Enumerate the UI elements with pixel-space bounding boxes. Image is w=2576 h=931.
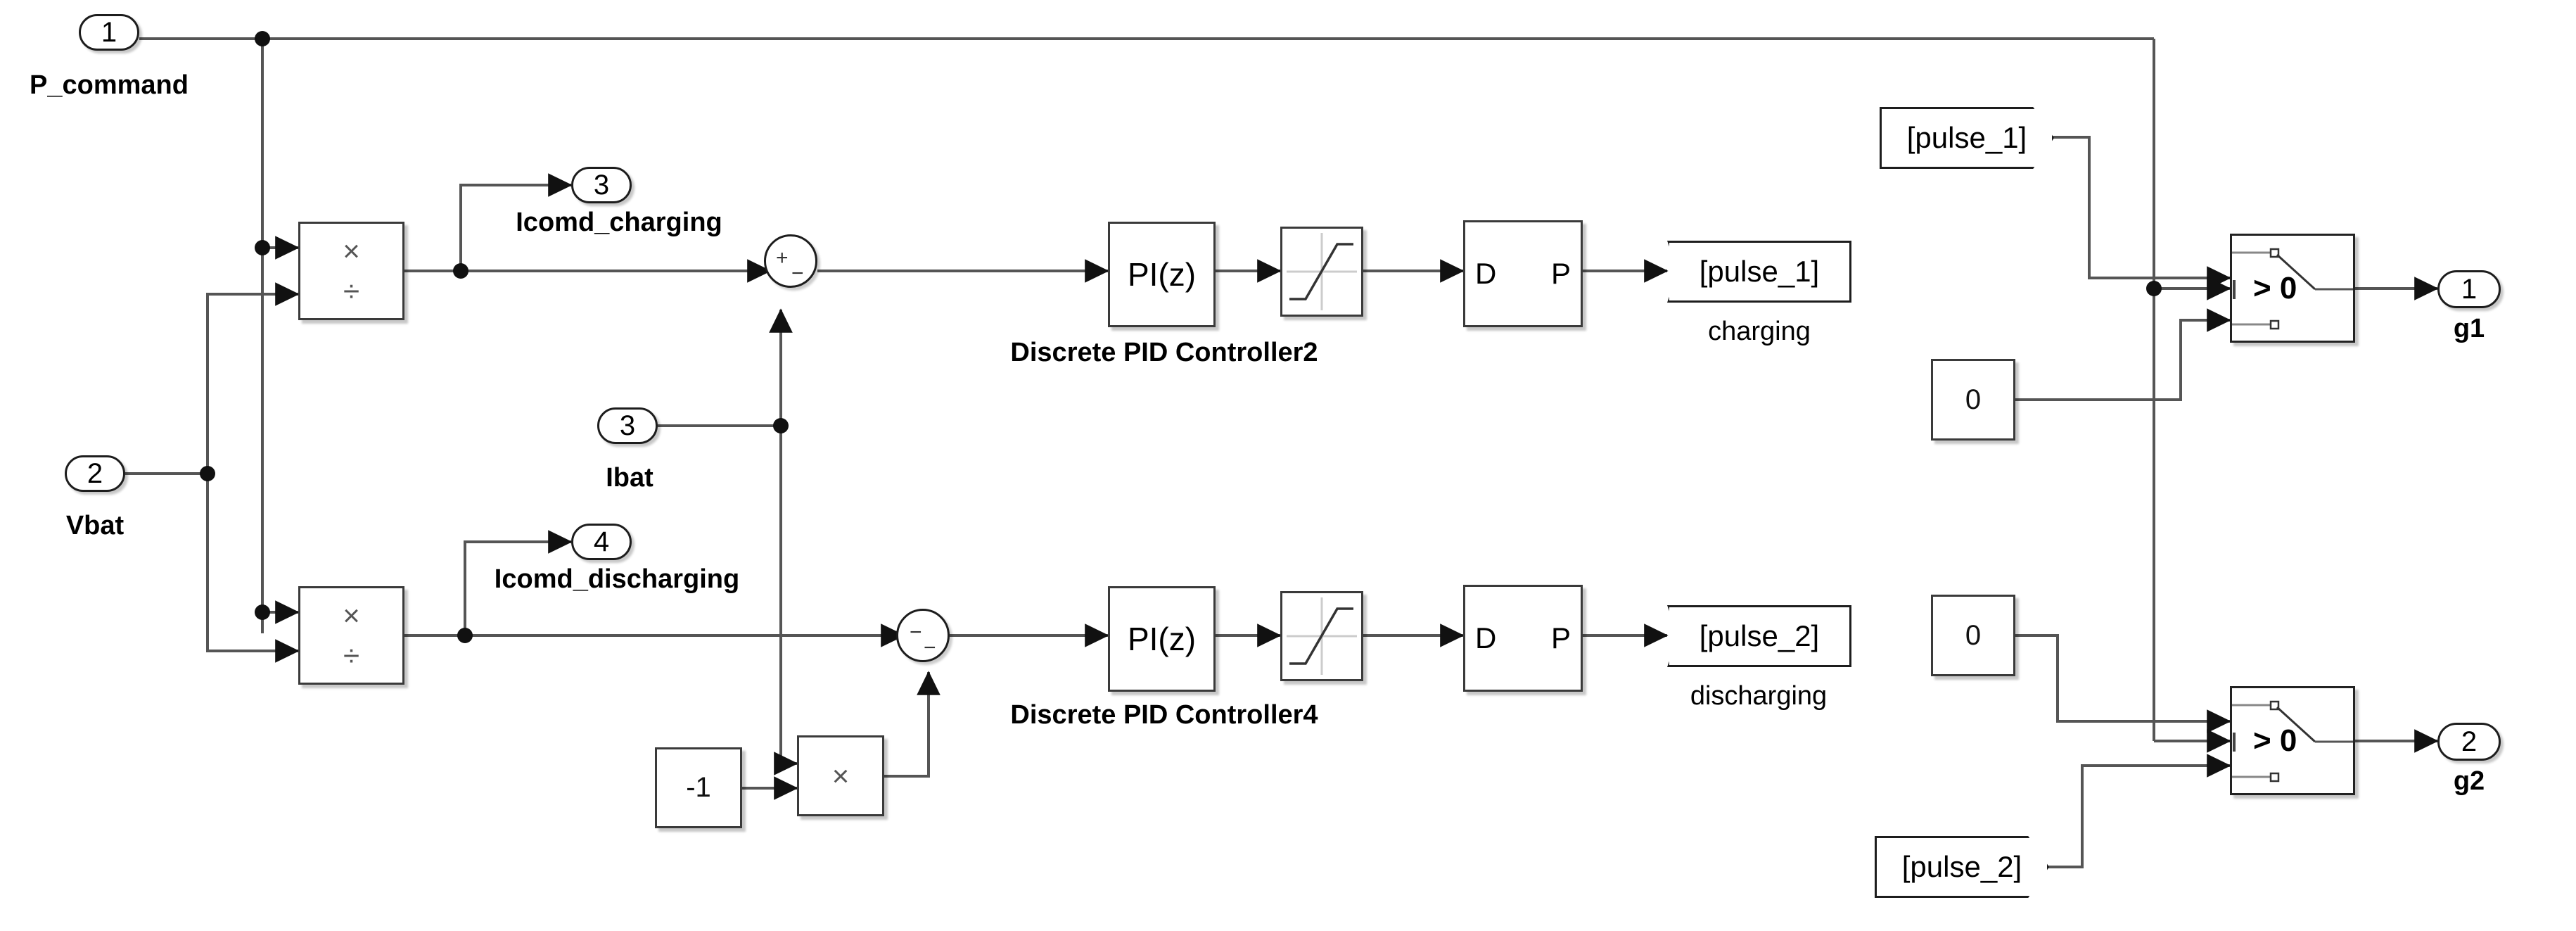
junction-dot [773, 418, 789, 433]
outport-label-icomd-charging: Icomd_charging [516, 208, 722, 237]
junction-dot [255, 31, 270, 46]
inport-label-p-command: P_command [30, 70, 189, 100]
inport-ibat[interactable]: 3 [597, 407, 658, 444]
from-tag-text: [pulse_2] [1901, 850, 2022, 883]
junction-dot [453, 263, 468, 279]
inport-number: 2 [87, 457, 103, 489]
outport-g2[interactable]: 2 [2437, 723, 2501, 761]
outport-label-g2: g2 [2453, 766, 2485, 796]
goto-block-pulse-2[interactable]: [pulse_2] [1667, 605, 1851, 667]
outport-number: 4 [593, 526, 610, 557]
outport-number: 2 [2461, 726, 2478, 757]
saturation-block-charging[interactable] [1280, 227, 1363, 317]
junction-dot [255, 240, 270, 255]
pid-symbol: PI(z) [1127, 256, 1197, 293]
inport-p-command[interactable]: 1 [79, 14, 139, 51]
wire-to-icomd-discharging [464, 530, 573, 635]
junction-dot [255, 604, 270, 620]
saturation-curve-icon [1287, 233, 1357, 310]
inport-vbat[interactable]: 2 [65, 455, 125, 492]
goto-tag-text: [pulse_2] [1699, 619, 1820, 652]
junction-dots [200, 31, 2162, 643]
pwm-block-discharging[interactable]: D P [1463, 585, 1583, 692]
junction-dot [457, 628, 473, 643]
constant-zero-bottom[interactable]: 0 [1931, 595, 2015, 676]
constant-zero-top[interactable]: 0 [1931, 359, 2015, 441]
constant-value: 0 [1965, 384, 1982, 415]
outport-number: 3 [593, 169, 610, 201]
switch-criteria-g1: > 0 [2253, 271, 2297, 305]
constant-value: -1 [686, 772, 711, 803]
from-block-pulse-1[interactable]: [pulse_1] [1880, 107, 2054, 169]
sum-sign-minus: − [910, 621, 922, 644]
switch-block-g1[interactable]: > 0 [2230, 234, 2355, 343]
pid-controller-charging-label: Discrete PID Controller2 [1010, 338, 1318, 367]
switch-icon [2232, 700, 2353, 783]
sum-block-charging[interactable]: + − [764, 234, 817, 288]
from-tag-text: [pulse_1] [1906, 121, 2027, 154]
pwm-block-charging[interactable]: D P [1463, 220, 1583, 327]
divide-block-charging[interactable]: × ÷ [298, 222, 404, 320]
inport-number: 3 [619, 410, 636, 441]
sum-sign-plus: + [776, 246, 789, 270]
pid-symbol: PI(z) [1127, 621, 1197, 657]
wire-from-pulse1-to-switch-g1 [2033, 136, 2231, 290]
pwm-output-label: P [1550, 257, 1571, 290]
goto-caption-discharging: discharging [1690, 681, 1828, 711]
outport-icomd-charging[interactable]: 3 [571, 167, 632, 203]
pid-controller-discharging[interactable]: PI(z) [1108, 586, 1216, 692]
inport-number: 1 [101, 16, 117, 48]
divide-icon: ÷ [343, 274, 360, 308]
wire-from-pulse2-to-switch-g2 [2029, 754, 2231, 868]
inport-label-ibat: Ibat [606, 463, 653, 493]
switch-block-g2[interactable]: > 0 [2230, 686, 2355, 795]
pwm-output-label: P [1550, 621, 1571, 654]
outport-icomd-discharging[interactable]: 4 [571, 524, 632, 560]
multiply-icon: × [831, 759, 850, 792]
multiply-icon: × [343, 598, 360, 632]
inport-label-vbat: Vbat [65, 511, 125, 540]
outport-g1[interactable]: 1 [2437, 270, 2501, 308]
sum-sign-minus: − [924, 636, 936, 659]
wire-to-icomd-charging [459, 173, 573, 271]
pid-controller-discharging-label: Discrete PID Controller4 [1010, 700, 1318, 730]
goto-block-pulse-1[interactable]: [pulse_1] [1667, 241, 1851, 303]
constant-gain-minus-one[interactable]: -1 [655, 747, 742, 828]
switch-icon [2232, 248, 2353, 330]
saturation-block-discharging[interactable] [1280, 591, 1363, 681]
pwm-input-label: D [1475, 257, 1497, 290]
wire-zero-to-switch-g2 [2015, 634, 2231, 733]
sum-block-discharging[interactable]: − − [896, 609, 950, 662]
junction-dot [200, 466, 215, 481]
wire-zero-to-switch-g1 [2015, 308, 2231, 401]
outport-label-icomd-discharging: Icomd_discharging [494, 564, 740, 594]
divide-block-discharging[interactable]: × ÷ [298, 586, 404, 685]
constant-value: 0 [1965, 619, 1982, 651]
outport-label-g1: g1 [2453, 314, 2485, 343]
goto-tag-text: [pulse_1] [1699, 255, 1820, 288]
wire-ibat-to-product-negate [774, 426, 798, 775]
wire-vbat-to-divide-charging [206, 282, 300, 474]
pid-controller-charging[interactable]: PI(z) [1108, 222, 1216, 327]
product-block-negate[interactable]: × [797, 735, 884, 816]
wire-vbat-to-divide-discharging [206, 474, 300, 663]
outport-number: 1 [2461, 273, 2478, 305]
saturation-curve-icon [1287, 597, 1357, 675]
from-block-pulse-2[interactable]: [pulse_2] [1875, 836, 2049, 898]
multiply-icon: × [343, 234, 360, 267]
junction-dot [2146, 281, 2162, 296]
pwm-input-label: D [1475, 621, 1497, 654]
wire-product-negate-to-sum-discharging [884, 671, 941, 778]
goto-caption-charging: charging [1708, 317, 1811, 346]
divide-icon: ÷ [343, 638, 360, 672]
sum-sign-minus: − [791, 262, 804, 285]
switch-criteria-g2: > 0 [2253, 723, 2297, 758]
